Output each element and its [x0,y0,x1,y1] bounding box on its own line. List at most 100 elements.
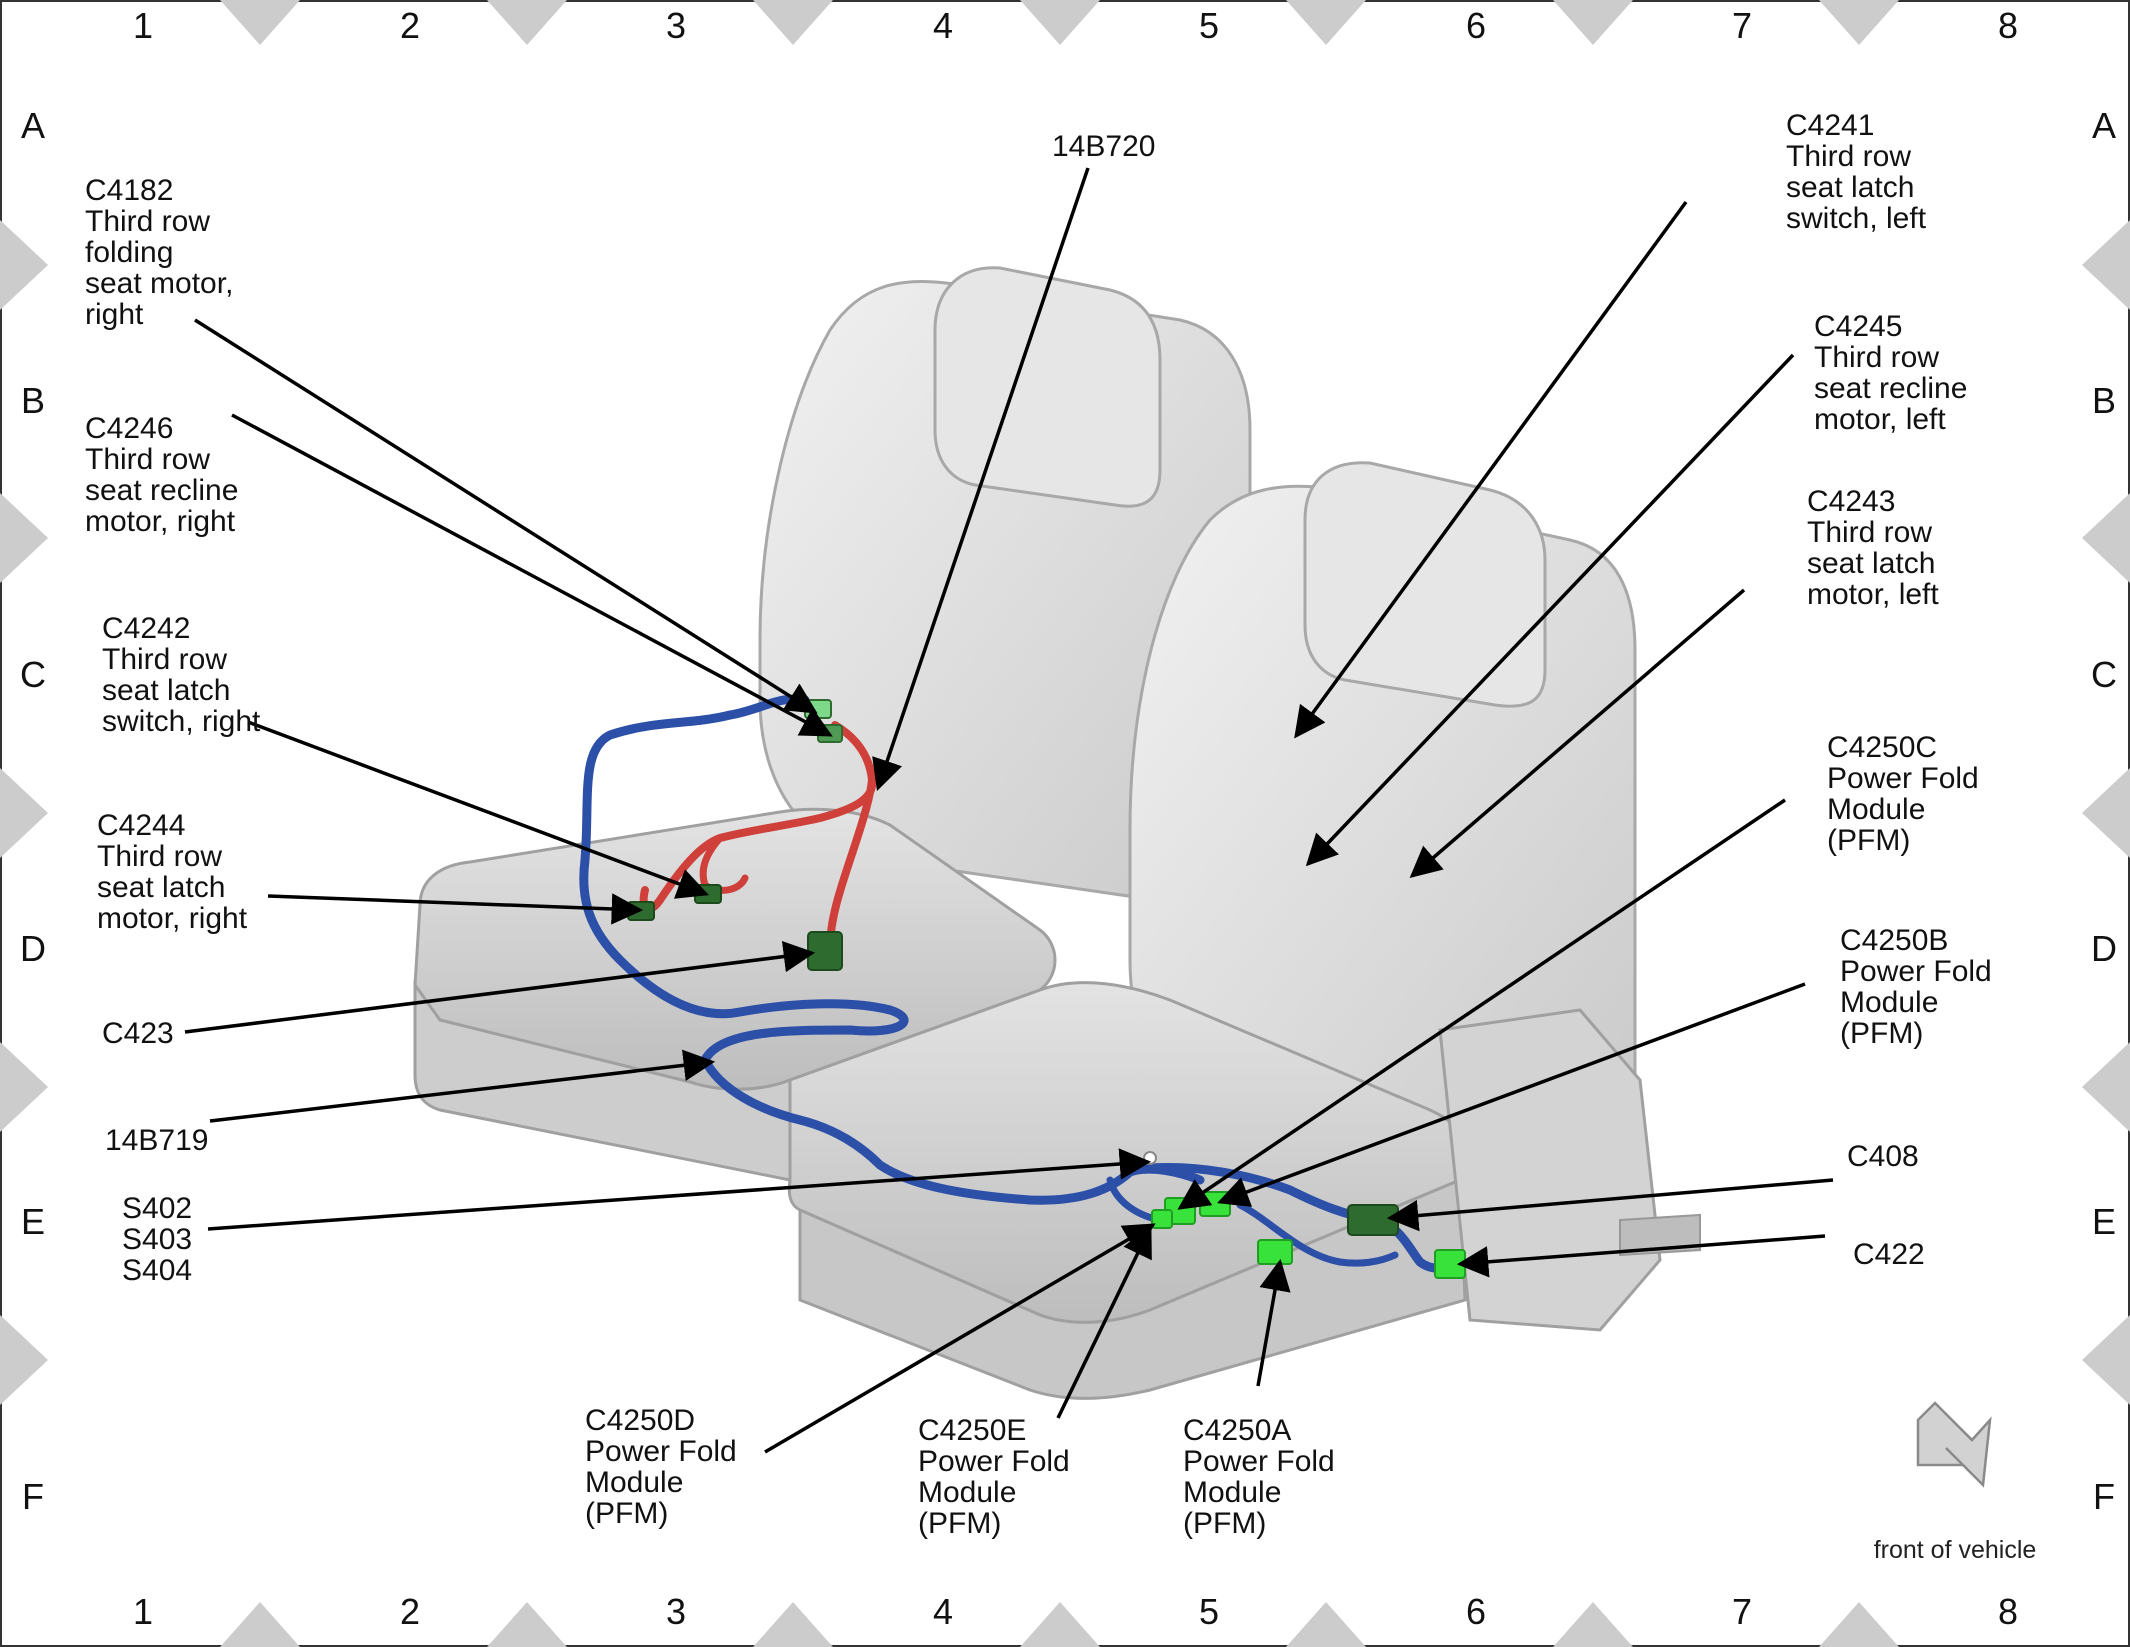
grid-column-top-1: 1 [133,5,153,46]
grid-column-bottom-1: 1 [133,1591,153,1632]
callout-line: Third row [1814,341,1939,374]
callout-line: (PFM) [1827,824,1910,857]
callout-line: C4242 [102,612,190,645]
leader-c423 [184,940,816,1034]
callout-line: C4241 [1786,109,1874,142]
leader-s402 [207,1148,1152,1231]
grid-row-right-D: D [2091,928,2117,969]
connector-c4250a [1257,1239,1293,1265]
callout-line: seat motor, [85,267,233,300]
callout-c422: C422 [1853,1238,1925,1271]
callout-line: (PFM) [1840,1017,1923,1050]
callout-line: (PFM) [585,1497,668,1530]
callout-line: switch, right [102,705,261,738]
callout-line: Third row [85,205,210,238]
grid-column-top-6: 6 [1466,5,1486,46]
grid-column-bottom-5: 5 [1199,1591,1219,1632]
grid-column-bottom-3: 3 [666,1591,686,1632]
callout-line: seat latch [1807,547,1935,580]
callout-line: C4250E [918,1414,1026,1447]
callout-line: seat latch [102,674,230,707]
leader-c4246 [231,413,833,737]
grid-row-left-B: B [21,380,45,421]
callout-line: Module [1827,793,1925,826]
leader-c4245 [1305,353,1795,867]
callout-line: folding [85,236,173,269]
callout-line: Third row [1786,140,1911,173]
callout-line: 14B720 [1052,130,1155,163]
callout-line: Third row [97,840,222,873]
callout-line: right [85,298,144,331]
callout-line: motor, left [1814,403,1946,436]
grid-column-bottom-7: 7 [1732,1591,1752,1632]
grid-row-right-C: C [2091,654,2117,695]
callout-line: C4250D [585,1404,695,1437]
callout-line: C4244 [97,809,185,842]
grid-row-left-D: D [20,928,46,969]
grid-column-top-3: 3 [666,5,686,46]
grid-column-bottom-6: 6 [1466,1591,1486,1632]
connector-c423 [807,931,843,971]
callout-line: Power Fold [585,1435,737,1468]
harness-branch-pfma [1236,1201,1399,1267]
grid-row-right-A: A [2092,105,2116,146]
grid-column-bottom-2: 2 [400,1591,420,1632]
leader-14b720 [872,167,1090,791]
callout-line: (PFM) [918,1507,1001,1540]
leader-c4250a [1256,1258,1291,1387]
front-of-vehicle-label: front of vehicle [1874,1536,2037,1564]
callout-line: motor, left [1807,578,1939,611]
callout-line: Module [1840,986,1938,1019]
grid-column-top-7: 7 [1732,5,1752,46]
grid-row-left-C: C [20,654,46,695]
grid-row-left-E: E [21,1201,45,1242]
callout-line: Third row [1807,516,1932,549]
leader-c4242 [247,720,709,899]
callout-line: Third row [102,643,227,676]
callout-line: Module [585,1466,683,1499]
callout-14b719: 14B719 [105,1124,208,1157]
arrow-icon [1916,1401,1992,1488]
leader-c4250d [764,1223,1156,1454]
callout-line: C4243 [1807,485,1895,518]
callout-line: Third row [85,443,210,476]
leader-c4250b [1217,982,1806,1207]
connector-c408 [1347,1204,1399,1236]
callout-line: motor, right [85,505,236,538]
leader-c4241 [1294,200,1688,739]
grid-column-top-8: 8 [1998,5,2018,46]
callout-line: seat recline [1814,372,1967,405]
callout-line: seat latch [1786,171,1914,204]
leader-lines [184,167,1834,1454]
grid-row-left-F: F [22,1476,44,1517]
grid-column-bottom-8: 8 [1998,1591,2018,1632]
leader-c422 [1456,1234,1826,1278]
grid-row-left-A: A [21,105,45,146]
leader-c4243 [1409,588,1746,879]
callout-line: S404 [122,1254,192,1287]
leader-c408 [1386,1178,1834,1232]
callout-c408: C408 [1847,1140,1919,1173]
callout-line: C408 [1847,1140,1919,1173]
callout-c423: C423 [102,1017,174,1050]
harness-14b719 [579,694,1205,1205]
callout-line: C4245 [1814,310,1902,343]
third-row-seat-illustration [413,266,1701,1400]
grid-column-top-5: 5 [1199,5,1219,46]
grid-row-right-B: B [2092,380,2116,421]
callout-line: motor, right [97,902,248,935]
callout-line: Power Fold [1840,955,1992,988]
